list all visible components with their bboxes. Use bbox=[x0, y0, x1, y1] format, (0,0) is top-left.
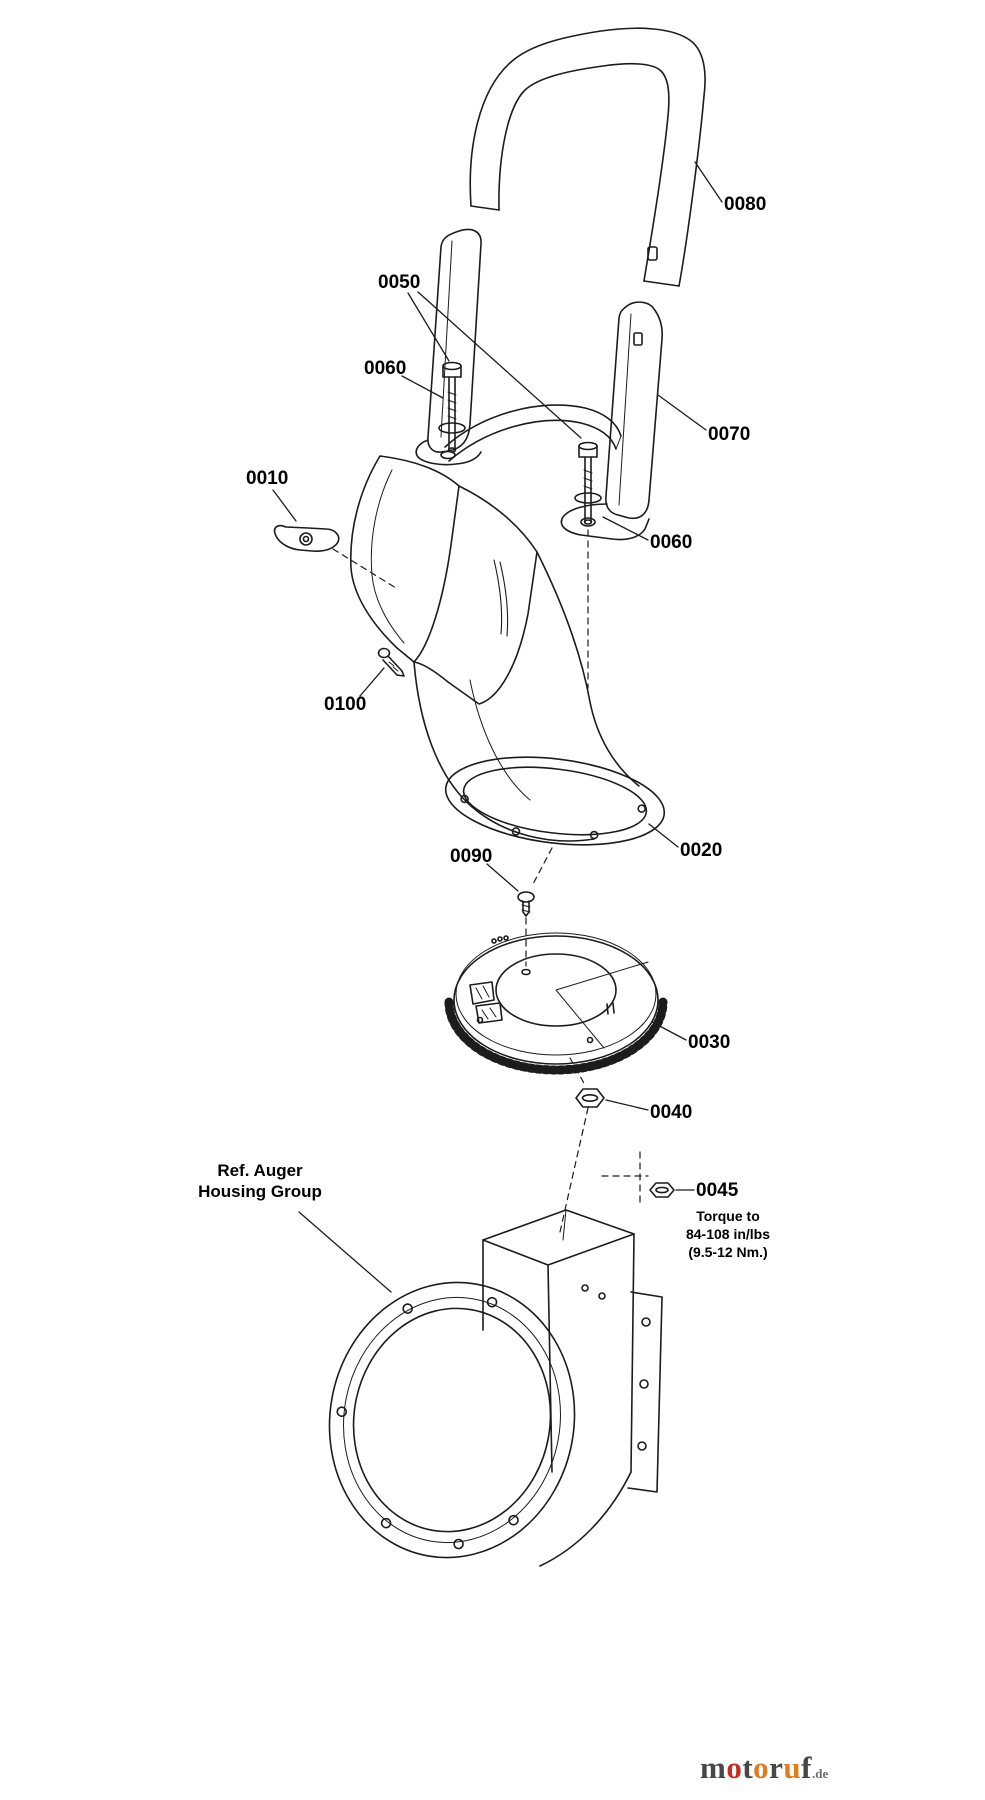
ref-note-line1: Ref. Auger bbox=[217, 1161, 303, 1180]
torque-note-line2: 84-108 in/lbs bbox=[685, 1226, 771, 1242]
part-label-0045: 0045 bbox=[696, 1180, 739, 1201]
assembly-axis-lines bbox=[332, 529, 649, 1233]
torque-note-line3: (9.5-12 Nm.) bbox=[688, 1244, 768, 1260]
watermark-letter: o bbox=[753, 1750, 770, 1785]
part-label-0070: 0070 bbox=[708, 424, 751, 445]
part-label-0080: 0080 bbox=[724, 194, 767, 215]
auger-housing-part bbox=[328, 1209, 663, 1567]
screw-0090-part bbox=[517, 891, 535, 917]
bolt-left-part bbox=[438, 361, 466, 453]
part-label-0040: 0040 bbox=[650, 1102, 693, 1123]
bolt-right-part bbox=[574, 441, 602, 525]
watermark-letter: o bbox=[726, 1750, 743, 1785]
ref-auger-housing-note: Ref. Auger Housing Group bbox=[165, 1160, 355, 1202]
chute-part bbox=[349, 455, 666, 846]
part-label-0030: 0030 bbox=[688, 1032, 731, 1053]
bracket-left-part bbox=[415, 228, 482, 466]
screw-0100-part bbox=[377, 647, 405, 677]
leader-lines bbox=[272, 161, 723, 1293]
bracket-right-part bbox=[560, 301, 663, 541]
knob-part bbox=[273, 524, 340, 552]
watermark-letter: r bbox=[769, 1750, 784, 1785]
watermark-suffix: .de bbox=[812, 1766, 829, 1781]
ref-note-line2: Housing Group bbox=[198, 1182, 322, 1201]
nut-0045-part bbox=[649, 1182, 675, 1198]
torque-note-line1: Torque to bbox=[696, 1208, 760, 1224]
part-label-0100: 0100 bbox=[324, 694, 367, 715]
watermark-letter: t bbox=[742, 1750, 754, 1785]
nut-0040-part bbox=[575, 1088, 605, 1108]
watermark-letter: u bbox=[783, 1750, 802, 1785]
watermark-letter: f bbox=[801, 1750, 812, 1785]
part-label-0090: 0090 bbox=[450, 846, 493, 867]
collar-band-part bbox=[444, 404, 622, 462]
part-label-0060-top: 0060 bbox=[364, 358, 407, 379]
watermark-letter: m bbox=[700, 1750, 727, 1785]
part-label-0050: 0050 bbox=[378, 272, 421, 293]
part-label-0020: 0020 bbox=[680, 840, 723, 861]
part-label-0060-bottom: 0060 bbox=[650, 532, 693, 553]
watermark-logo: motoruf.de bbox=[700, 1750, 828, 1786]
handle-bail-part bbox=[469, 27, 706, 287]
torque-note: Torque to 84-108 in/lbs (9.5-12 Nm.) bbox=[648, 1207, 808, 1261]
gear-ring-part bbox=[444, 932, 668, 1075]
part-label-0010: 0010 bbox=[246, 468, 289, 489]
